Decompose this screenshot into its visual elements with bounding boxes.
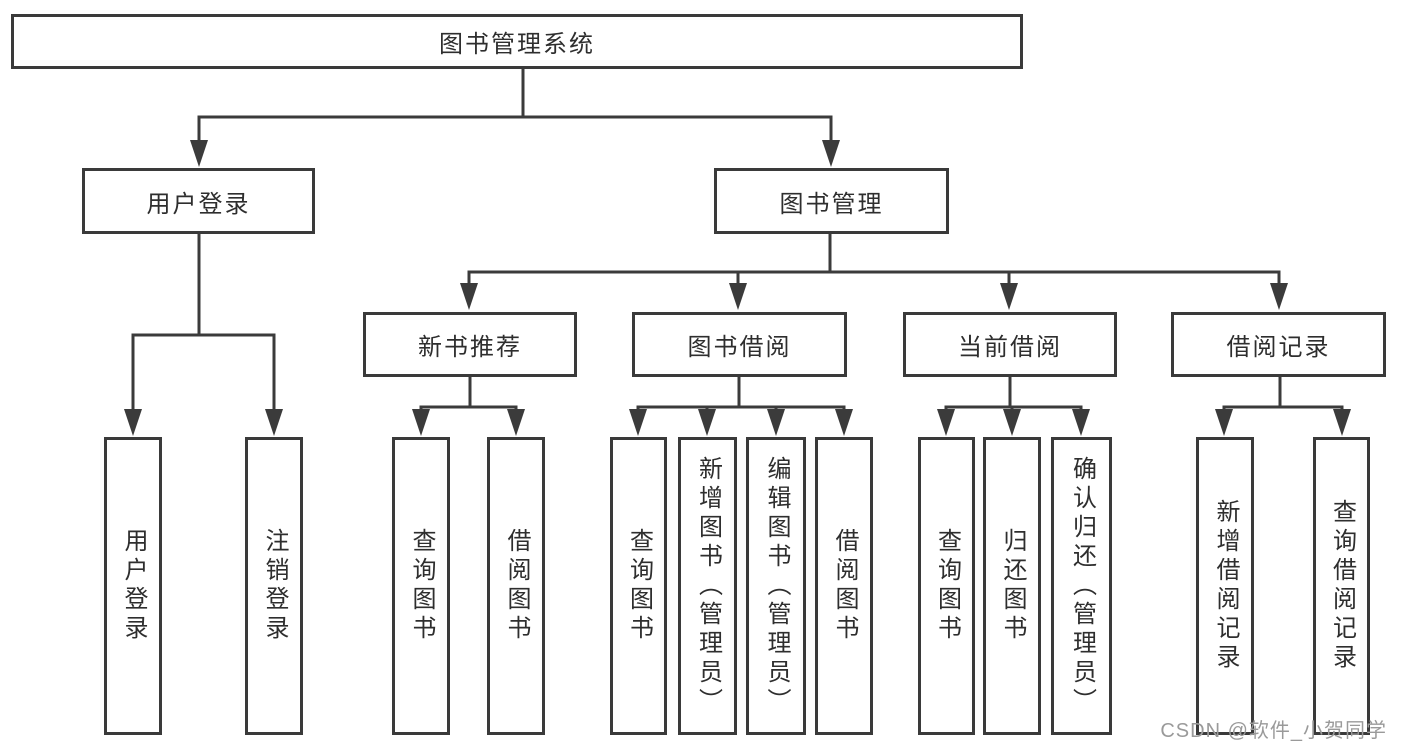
- node-book-borrowing: 图书借阅: [632, 312, 847, 377]
- node-book-borrowing-label: 图书借阅: [687, 334, 792, 361]
- leaf-br-query-record: 查询借阅记录: [1313, 437, 1370, 735]
- leaf-cb-query-books: 查询图书: [918, 437, 975, 735]
- leaf-cb-return-books-label: 归还图书: [999, 528, 1026, 644]
- node-book-management: 图书管理: [714, 168, 949, 234]
- leaf-bb-edit-books-label: 编辑图书（管理员）: [763, 455, 790, 717]
- leaf-nb-query-books-label: 查询图书: [408, 528, 435, 644]
- leaf-cb-confirm-return: 确认归还（管理员）: [1051, 437, 1112, 735]
- leaf-nb-borrow-books-label: 借阅图书: [503, 528, 530, 644]
- leaf-bb-borrow-books-label: 借阅图书: [831, 528, 858, 644]
- leaf-bb-query-books: 查询图书: [610, 437, 667, 735]
- leaf-cb-confirm-return-label: 确认归还（管理员）: [1068, 455, 1096, 717]
- node-borrowing-records: 借阅记录: [1171, 312, 1386, 377]
- leaf-cb-query-books-label: 查询图书: [933, 528, 961, 644]
- node-current-borrowing: 当前借阅: [903, 312, 1117, 377]
- node-root: 图书管理系统: [11, 14, 1023, 69]
- leaf-bb-edit-books: 编辑图书（管理员）: [746, 437, 806, 735]
- leaf-bb-borrow-books: 借阅图书: [815, 437, 873, 735]
- leaf-br-add-record-label: 新增借阅记录: [1212, 499, 1239, 673]
- leaf-user-login-label: 用户登录: [120, 528, 147, 644]
- node-new-book-recommend: 新书推荐: [363, 312, 577, 377]
- leaf-bb-add-books-label: 新增图书（管理员）: [694, 455, 722, 717]
- leaf-bb-query-books-label: 查询图书: [625, 528, 653, 644]
- node-book-management-label: 图书管理: [779, 190, 884, 218]
- node-current-borrowing-label: 当前借阅: [958, 334, 1062, 361]
- csdn-watermark: CSDN @软件_小贺同学: [1160, 720, 1387, 742]
- leaf-logout-label: 注销登录: [261, 528, 288, 644]
- leaf-logout: 注销登录: [245, 437, 303, 735]
- leaf-nb-query-books: 查询图书: [392, 437, 450, 735]
- leaf-nb-borrow-books: 借阅图书: [487, 437, 545, 735]
- node-root-label: 图书管理系统: [439, 31, 595, 58]
- node-user-login-label: 用户登录: [146, 190, 251, 218]
- leaf-user-login: 用户登录: [104, 437, 162, 735]
- node-borrowing-records-label: 借阅记录: [1226, 334, 1331, 361]
- node-user-login: 用户登录: [82, 168, 315, 234]
- leaf-br-query-record-label: 查询借阅记录: [1328, 499, 1356, 673]
- leaf-cb-return-books: 归还图书: [983, 437, 1041, 735]
- node-new-book-recommend-label: 新书推荐: [418, 334, 522, 361]
- leaf-br-add-record: 新增借阅记录: [1196, 437, 1254, 735]
- leaf-bb-add-books: 新增图书（管理员）: [678, 437, 737, 735]
